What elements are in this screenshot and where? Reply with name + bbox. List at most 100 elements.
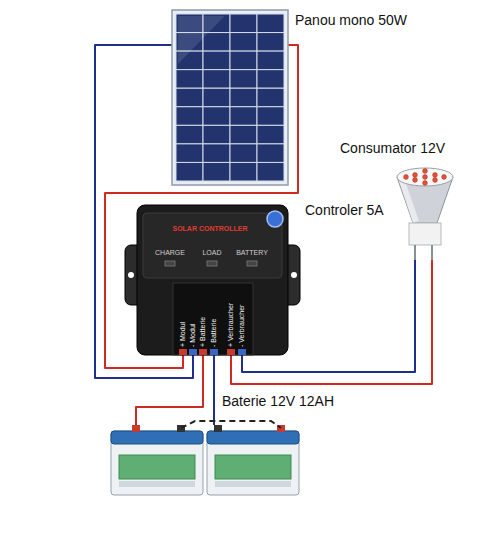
solar-cell xyxy=(203,88,230,107)
solar-cell xyxy=(230,125,257,144)
led-dot xyxy=(404,175,409,180)
load-label: Consumator 12V xyxy=(340,140,445,156)
battery-case xyxy=(111,431,203,495)
solar-cell xyxy=(203,107,230,126)
solar-panel-art xyxy=(172,10,288,185)
solar-cell xyxy=(230,51,257,70)
terminal-label: + Verbraucher xyxy=(226,287,236,347)
battery-terminal xyxy=(132,425,140,432)
terminal-screw xyxy=(210,349,218,355)
led-label: BATTERY xyxy=(232,249,272,256)
battery-stripe xyxy=(215,481,291,487)
battery-label-stripe xyxy=(215,455,291,479)
led-slot xyxy=(207,261,217,266)
solar-cell xyxy=(230,162,257,181)
panel-frame xyxy=(172,10,288,185)
wire-pair xyxy=(95,45,298,378)
solar-cell xyxy=(203,51,230,70)
solar-cell xyxy=(257,33,284,52)
led-dot xyxy=(423,175,428,180)
terminal-label: + Modul xyxy=(178,287,188,347)
negative-wire xyxy=(213,355,215,425)
solar-cell xyxy=(257,51,284,70)
solar-cell xyxy=(176,107,203,126)
led-slot xyxy=(165,261,175,266)
terminal-screw xyxy=(189,349,197,355)
controller-front xyxy=(143,213,282,278)
solar-cell xyxy=(230,70,257,89)
solar-cell xyxy=(203,125,230,144)
solar-cell xyxy=(257,70,284,89)
wire-pair xyxy=(136,355,214,425)
terminal-screw xyxy=(199,349,207,355)
battery-bank-art xyxy=(111,425,301,495)
battery-link xyxy=(181,421,281,428)
battery-lid xyxy=(207,431,299,444)
led-dot xyxy=(442,175,447,180)
controller-brand: SOLAR CONTROLLER xyxy=(155,225,265,232)
controller-button xyxy=(267,211,283,227)
terminal-screw xyxy=(179,349,187,355)
solar-cell xyxy=(176,70,203,89)
solar-cell xyxy=(257,88,284,107)
solar-cell xyxy=(176,88,203,107)
battery-lid xyxy=(111,431,203,444)
terminal-label: - Batterie xyxy=(209,287,219,347)
solar-cell xyxy=(230,33,257,52)
solar-panel: Panou mono 50W xyxy=(172,10,288,185)
led-dot xyxy=(413,173,418,178)
lamp-reflector-shine xyxy=(399,181,419,223)
solar-cell xyxy=(257,14,284,33)
terminal-screw xyxy=(227,349,235,355)
led-dot xyxy=(413,178,418,183)
solar-cell xyxy=(230,14,257,33)
led-lamp: Consumator 12V xyxy=(395,165,455,260)
solar-cell xyxy=(230,144,257,163)
panel-label: Panou mono 50W xyxy=(295,12,407,28)
lamp-base xyxy=(409,223,441,245)
positive-wire xyxy=(105,45,298,368)
terminal-screw xyxy=(238,349,246,355)
led-slot xyxy=(247,261,257,266)
positive-wire xyxy=(136,355,203,425)
lamp-glass xyxy=(397,168,453,186)
battery-bank: Baterie 12V 12AH xyxy=(111,425,301,495)
led-dot xyxy=(433,173,438,178)
solar-cell xyxy=(257,107,284,126)
solar-cell xyxy=(176,144,203,163)
led-label: LOAD xyxy=(192,249,232,256)
solar-cell xyxy=(203,33,230,52)
led-dot xyxy=(423,169,428,174)
led-label: CHARGE xyxy=(150,249,190,256)
solar-cell xyxy=(257,144,284,163)
led-dot xyxy=(423,181,428,186)
solar-cell xyxy=(176,162,203,181)
lamp-pin xyxy=(431,245,433,260)
controller-label: Controler 5A xyxy=(305,202,384,218)
solar-cell xyxy=(203,144,230,163)
terminal-label: - Modul xyxy=(188,287,198,347)
led-dot xyxy=(433,178,438,183)
solar-cell xyxy=(257,162,284,181)
battery-label-stripe xyxy=(119,455,195,479)
controller-body xyxy=(137,205,288,355)
battery-case xyxy=(207,431,299,495)
battery-label: Baterie 12V 12AH xyxy=(222,393,334,409)
solar-cell xyxy=(203,162,230,181)
charge-controller: Controler 5ASOLAR CONTROLLERCHARGELOADBA… xyxy=(125,205,300,355)
solar-cell xyxy=(257,125,284,144)
terminal-label: - Verbraucher xyxy=(237,287,247,347)
terminal-block xyxy=(173,283,253,355)
solar-cell xyxy=(203,70,230,89)
battery-stripe xyxy=(119,481,195,487)
solar-cell xyxy=(230,107,257,126)
lamp-pin xyxy=(414,245,416,260)
battery-terminal xyxy=(214,425,222,432)
solar-cell xyxy=(176,125,203,144)
terminal-label: + Batterie xyxy=(198,287,208,347)
mounting-hole xyxy=(291,272,297,278)
panel-glare xyxy=(178,16,225,64)
solar-cell xyxy=(230,88,257,107)
led-lamp-art xyxy=(395,165,455,260)
